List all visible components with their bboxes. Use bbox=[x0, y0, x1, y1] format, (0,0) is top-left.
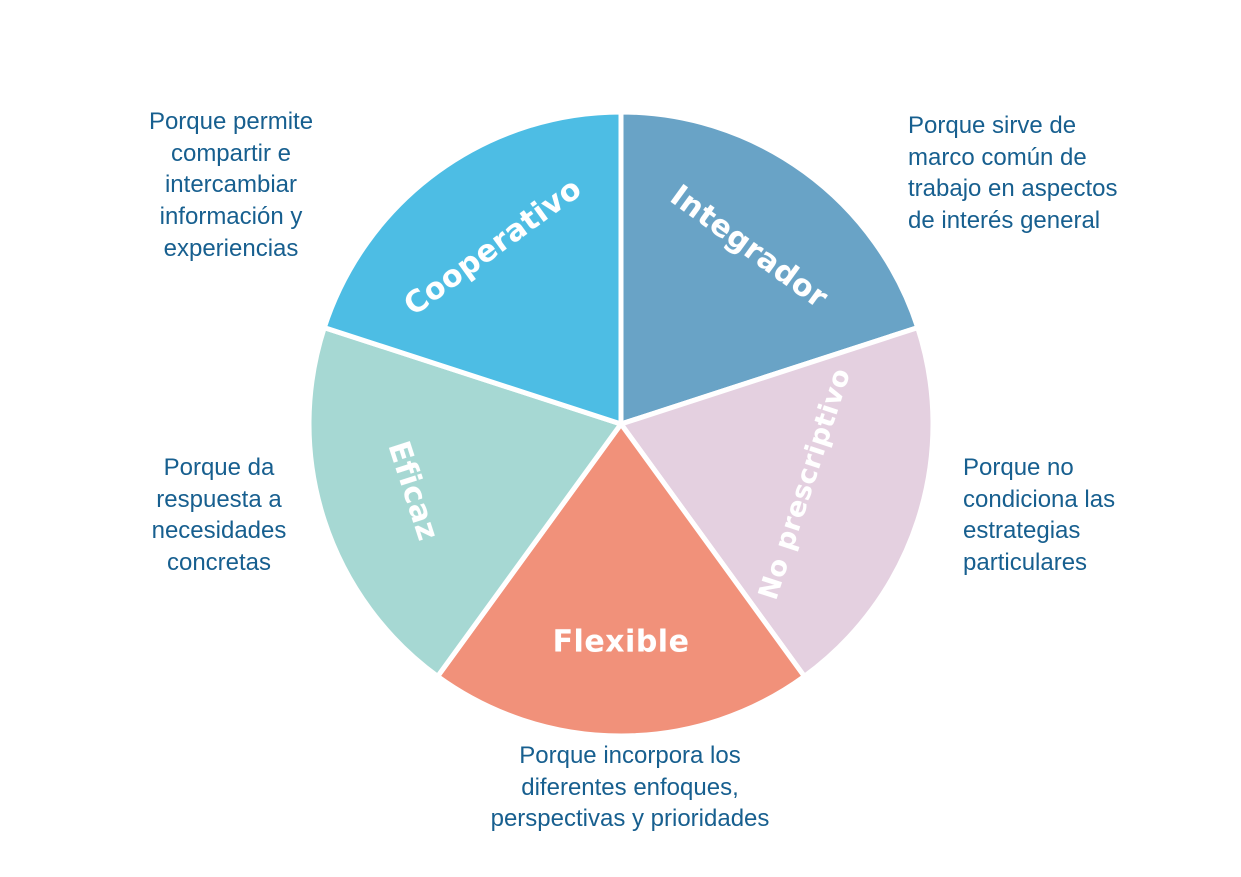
pie-slice-no-prescriptivo bbox=[618, 325, 936, 679]
pie-slice-eficaz bbox=[306, 325, 624, 679]
pie-slice-flexible bbox=[435, 421, 807, 739]
annotation-eficaz: Porque da respuesta a necesidades concre… bbox=[151, 454, 287, 577]
annotation-flexible: Porque incorpora los diferentes enfoques… bbox=[490, 742, 770, 833]
annotation-cooperativo: Porque permite compartir e intercambiar … bbox=[148, 108, 314, 262]
annotation-integrador: Porque sirve de marco común de trabajo e… bbox=[908, 112, 1118, 235]
annotation-no-prescriptivo: Porque no condiciona las estrategias par… bbox=[963, 454, 1116, 577]
pie-slice-integrador bbox=[618, 109, 921, 427]
pie-slice-cooperativo bbox=[321, 109, 624, 427]
